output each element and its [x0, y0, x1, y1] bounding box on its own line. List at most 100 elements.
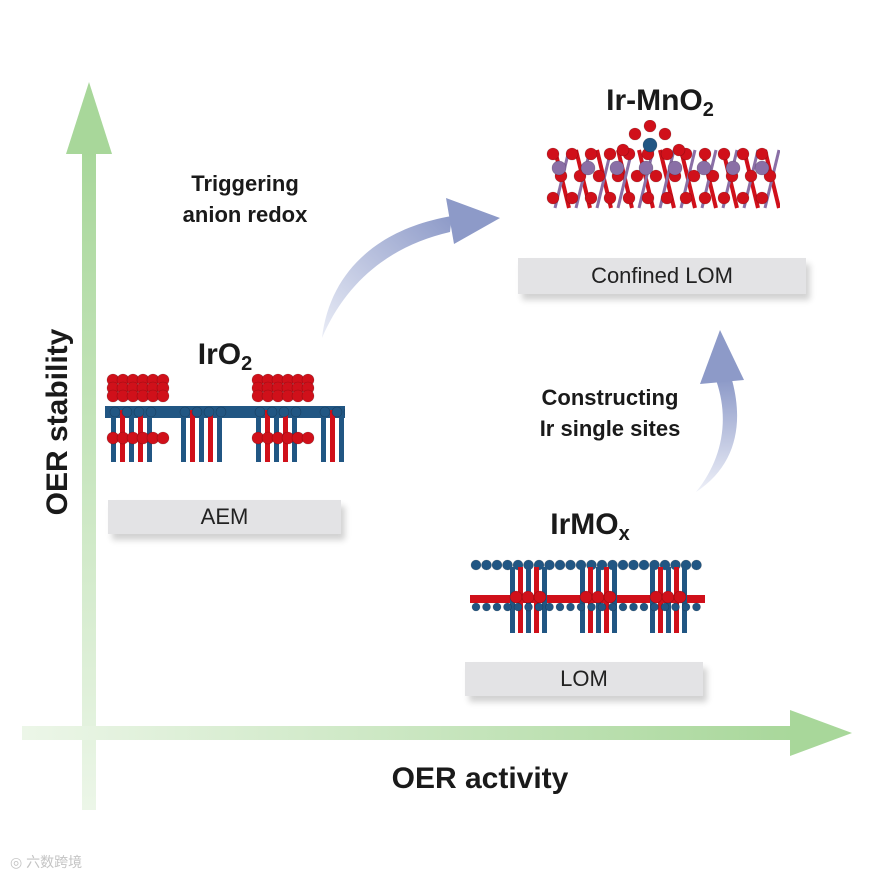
oxygen-atom — [698, 191, 712, 205]
iridium-atom — [203, 406, 215, 418]
reflection-fade — [545, 212, 780, 245]
bond-column — [208, 410, 213, 462]
iridium-atom — [481, 559, 492, 571]
oxygen-atom — [687, 169, 701, 183]
transition-1-caption: Triggering anion redox — [182, 171, 308, 227]
oxygen-atom — [546, 147, 560, 161]
bond-column — [181, 410, 186, 462]
iridium-atom — [534, 602, 544, 612]
oxygen-atom — [584, 191, 598, 205]
iridium-single-site — [642, 137, 658, 153]
oxygen-atom — [679, 191, 693, 205]
iridium-atom — [639, 602, 649, 612]
bond-column — [321, 410, 326, 462]
bond-column — [339, 410, 344, 462]
iridium-atom — [179, 406, 191, 418]
transition-arrow-2 — [696, 330, 744, 492]
oxygen-atom — [509, 590, 523, 604]
iridium-atom — [587, 602, 596, 612]
iridium-atom — [482, 602, 491, 612]
iridium-atom — [545, 602, 554, 612]
oxygen-atom — [630, 169, 644, 183]
iridium-atom — [331, 406, 343, 418]
iridium-atom — [638, 559, 650, 571]
iridium-atom — [492, 602, 502, 612]
iridium-atom — [524, 602, 533, 612]
oxygen-atom — [573, 169, 587, 183]
oxygen-atom — [755, 191, 769, 205]
oxygen-atom — [755, 147, 769, 161]
oxygen-atom — [592, 169, 606, 183]
oxygen-atom — [673, 590, 687, 604]
manganese-atom — [551, 160, 567, 176]
manganese-atom — [667, 160, 683, 176]
iridium-atom — [109, 406, 121, 418]
bond-column — [199, 410, 204, 462]
iridium-atom — [470, 559, 482, 571]
manganese-atom — [580, 160, 596, 176]
confined-lom-platform: Confined LOM — [518, 258, 806, 294]
iridium-atom — [618, 602, 628, 612]
iridium-atom — [554, 559, 566, 571]
iridium-atom — [215, 406, 227, 418]
iridium-atom — [290, 406, 302, 418]
iridium-atom — [692, 602, 701, 612]
iridium-atom — [617, 559, 629, 571]
lom-label: LOM — [560, 666, 608, 691]
manganese-atom — [754, 160, 770, 176]
reflection-fade — [105, 465, 345, 495]
oxygen-atom — [156, 389, 170, 403]
iridium-atom — [566, 602, 575, 612]
iridium-atom — [628, 559, 639, 571]
manganese-atom — [696, 160, 712, 176]
oxygen-atom — [622, 191, 636, 205]
oxygen-atom — [736, 191, 750, 205]
oxygen-atom — [521, 590, 535, 604]
y-axis-label: OER stability — [41, 328, 74, 516]
oxygen-atom — [660, 147, 674, 161]
oxygen-atom — [698, 147, 712, 161]
iridium-atom — [513, 602, 523, 612]
iridium-atom — [597, 602, 607, 612]
iridium-atom — [555, 602, 565, 612]
oxygen-atom — [672, 143, 686, 157]
oxygen-atom — [658, 127, 672, 141]
irmox-lattice-image — [470, 559, 705, 655]
y-axis-arrow — [66, 82, 112, 810]
oxygen-atom — [649, 590, 663, 604]
oxygen-atom — [763, 169, 777, 183]
oxygen-atom — [546, 191, 560, 205]
irmox-label: IrMOx — [550, 508, 630, 545]
ir-mno2-label: Ir-MnO2 — [606, 84, 714, 121]
iro2-label: IrO2 — [197, 338, 253, 375]
oxygen-atom — [661, 590, 675, 604]
oxygen-atom — [706, 169, 720, 183]
iridium-atom — [608, 602, 617, 612]
iridium-atom — [319, 406, 331, 418]
iridium-atom — [471, 602, 481, 612]
x-axis-label: OER activity — [391, 762, 569, 795]
transition-arrow-1 — [322, 198, 500, 338]
iridium-atom — [278, 406, 290, 418]
oxygen-atom — [301, 431, 315, 445]
iridium-atom — [565, 559, 576, 571]
oxygen-atom — [301, 389, 315, 403]
lom-platform: LOM — [465, 662, 703, 696]
manganese-atom — [638, 160, 654, 176]
bond-column — [330, 410, 335, 462]
confined-lom-label: Confined LOM — [591, 263, 733, 288]
iridium-atom — [629, 602, 638, 612]
reflection-fade — [470, 633, 705, 655]
iridium-atom — [503, 602, 512, 612]
iridium-atom — [121, 406, 133, 418]
iridium-atom — [491, 559, 503, 571]
oxygen-atom — [641, 191, 655, 205]
iridium-atom — [133, 406, 145, 418]
oxygen-atom — [591, 590, 605, 604]
oxygen-atom — [717, 191, 731, 205]
oxygen-atom — [565, 147, 579, 161]
oxygen-atom — [660, 191, 674, 205]
oxygen-atom — [744, 169, 758, 183]
iridium-atom — [254, 406, 266, 418]
